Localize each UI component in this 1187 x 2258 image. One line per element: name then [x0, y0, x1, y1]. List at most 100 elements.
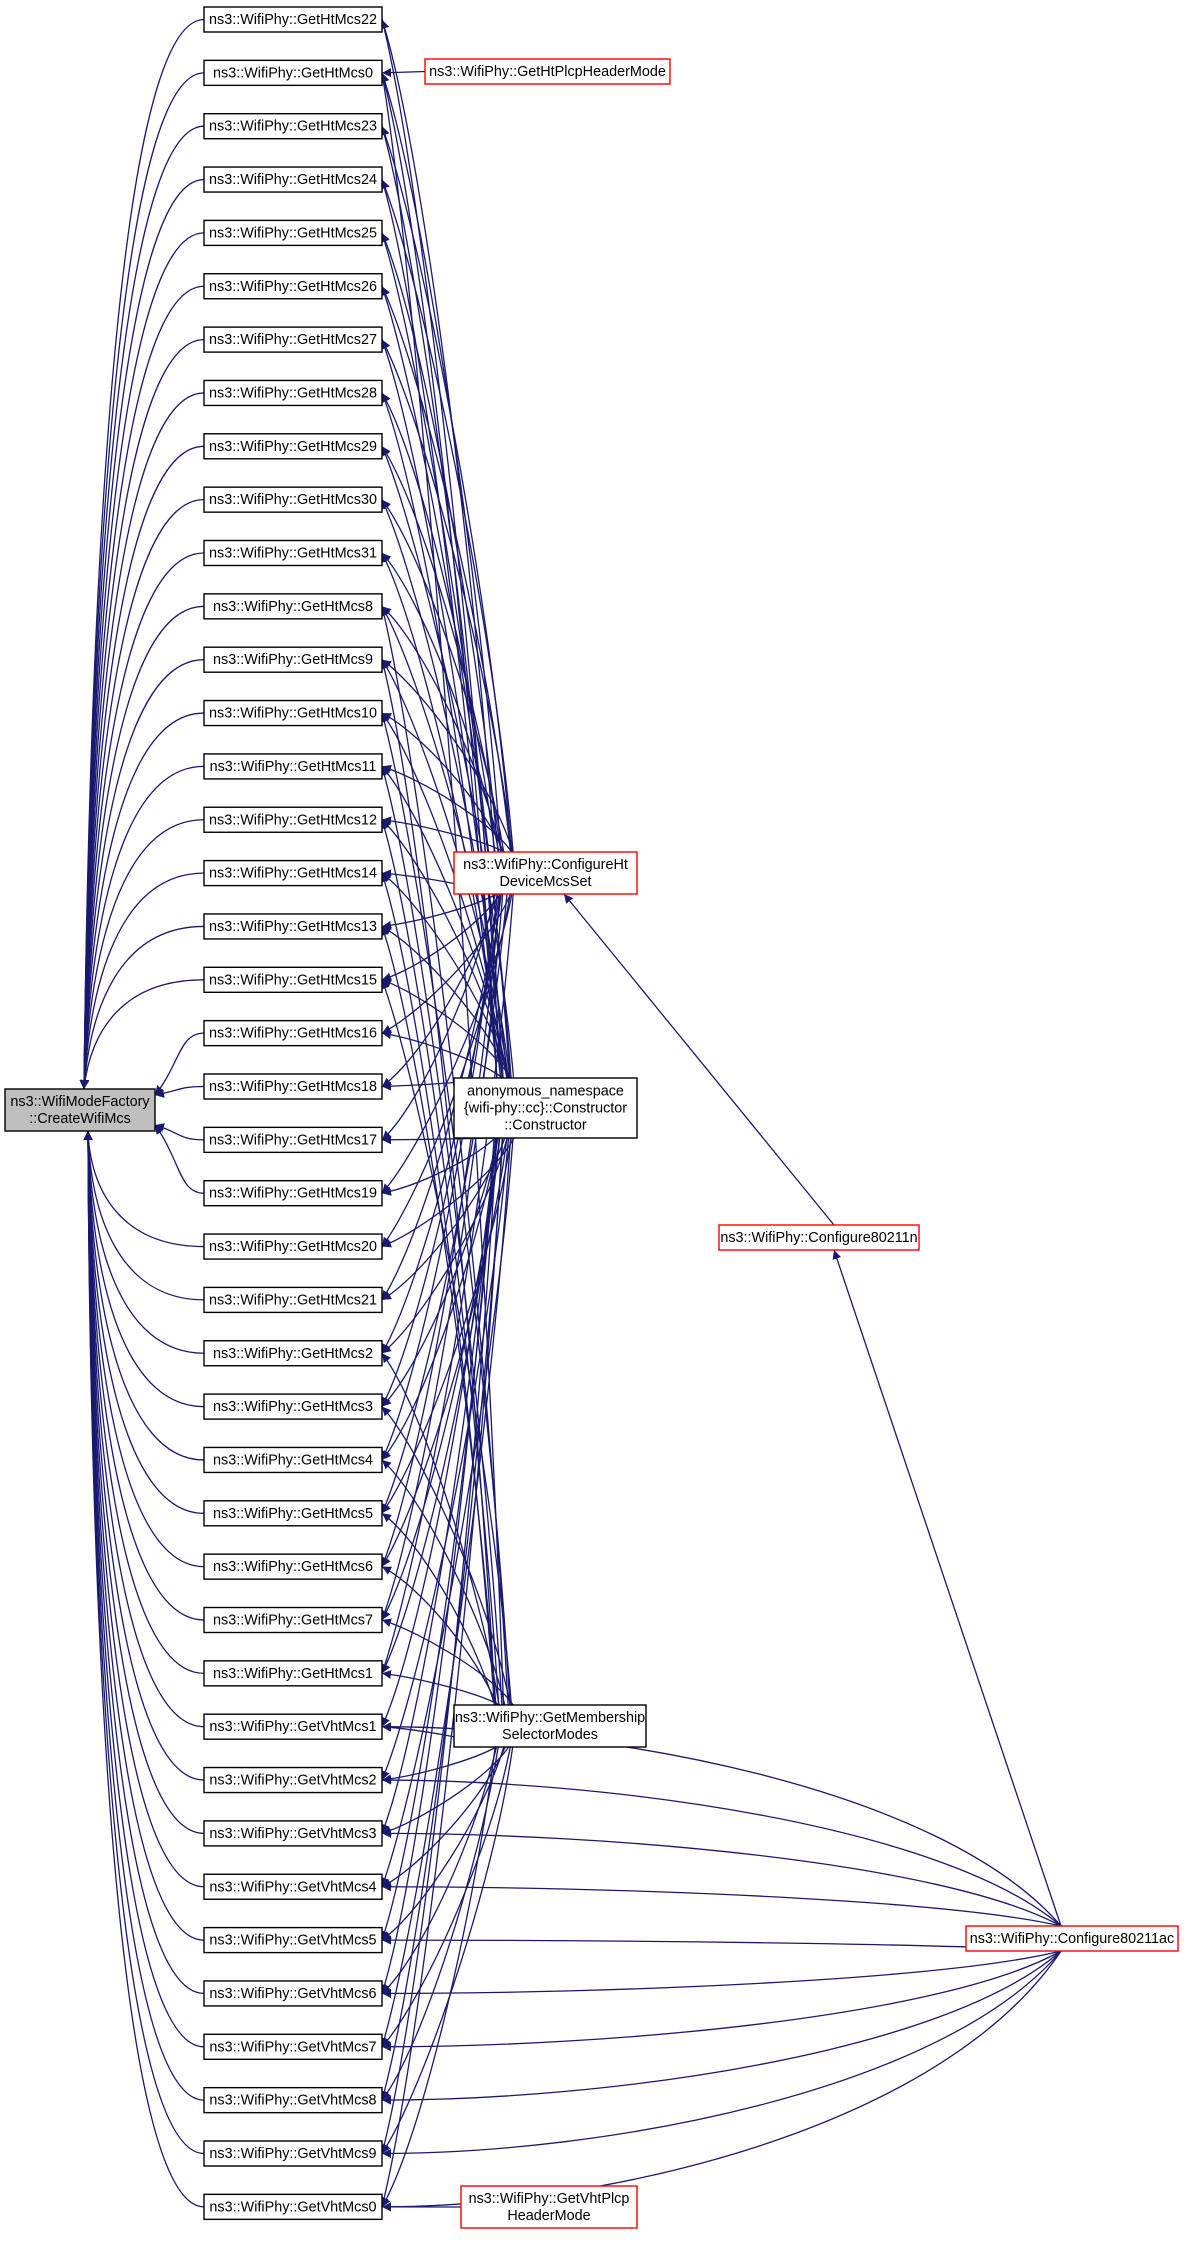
node-ht28[interactable]: ns3::WifiPhy::GetHtMcs28 [204, 380, 382, 405]
node-label: ns3::WifiPhy::GetHtMcs9 [213, 652, 373, 668]
node-label: ::CreateWifiMcs [29, 1111, 131, 1127]
node-vht0[interactable]: ns3::WifiPhy::GetVhtMcs0 [204, 2194, 382, 2219]
node-ht27[interactable]: ns3::WifiPhy::GetHtMcs27 [204, 327, 382, 352]
node-c11ac[interactable]: ns3::WifiPhy::Configure80211ac [966, 1926, 1178, 1951]
edge-membership-to-mcs [382, 1747, 510, 2047]
node-vht6[interactable]: ns3::WifiPhy::GetVhtMcs6 [204, 1981, 382, 2006]
node-ht24[interactable]: ns3::WifiPhy::GetHtMcs24 [204, 167, 382, 192]
node-label: ns3::WifiPhy::GetHtMcs11 [210, 759, 377, 775]
node-ht18[interactable]: ns3::WifiPhy::GetHtMcs18 [204, 1074, 382, 1099]
node-htplcp[interactable]: ns3::WifiPhy::GetHtPlcpHeaderMode [425, 59, 670, 84]
edge-80211ac-to-vhtmcs [382, 1951, 1061, 1993]
node-ht14[interactable]: ns3::WifiPhy::GetHtMcs14 [204, 861, 382, 886]
node-vht1[interactable]: ns3::WifiPhy::GetVhtMcs1 [204, 1714, 382, 1739]
node-ht19[interactable]: ns3::WifiPhy::GetHtMcs19 [204, 1181, 382, 1206]
node-label: ns3::WifiPhy::Configure80211n [720, 1230, 917, 1246]
node-label: ns3::WifiPhy::GetMembership [455, 1710, 645, 1726]
node-label: ns3::WifiPhy::GetHtMcs17 [209, 1132, 377, 1148]
node-label: ns3::WifiModeFactory [10, 1094, 150, 1110]
node-ht13[interactable]: ns3::WifiPhy::GetHtMcs13 [204, 914, 382, 939]
node-ht20[interactable]: ns3::WifiPhy::GetHtMcs20 [204, 1234, 382, 1259]
node-label: ns3::WifiPhy::Configure80211ac [970, 1931, 1175, 1947]
node-label: ns3::WifiPhy::GetVhtPlcp [469, 2191, 630, 2207]
edge-to-create-wifi-mcs [88, 1131, 204, 1887]
edge-to-create-wifi-mcs [88, 1131, 204, 1300]
node-vht4[interactable]: ns3::WifiPhy::GetVhtMcs4 [204, 1874, 382, 1899]
node-label: ns3::WifiPhy::GetHtMcs21 [209, 1292, 377, 1308]
node-ht26[interactable]: ns3::WifiPhy::GetHtMcs26 [204, 274, 382, 299]
node-ht17[interactable]: ns3::WifiPhy::GetHtMcs17 [204, 1127, 382, 1152]
node-label: ns3::WifiPhy::GetHtMcs1 [213, 1666, 373, 1682]
node-label: ns3::WifiPhy::ConfigureHt [463, 857, 628, 873]
node-vht2[interactable]: ns3::WifiPhy::GetVhtMcs2 [204, 1768, 382, 1793]
node-gms[interactable]: ns3::WifiPhy::GetMembershipSelectorModes [454, 1705, 646, 1747]
node-label: ns3::WifiPhy::GetHtMcs24 [209, 172, 377, 188]
node-ht3[interactable]: ns3::WifiPhy::GetHtMcs3 [204, 1394, 382, 1419]
node-cwm[interactable]: ns3::WifiModeFactory::CreateWifiMcs [5, 1089, 155, 1131]
node-ht16[interactable]: ns3::WifiPhy::GetHtMcs16 [204, 1021, 382, 1046]
node-ht22[interactable]: ns3::WifiPhy::GetHtMcs22 [204, 7, 382, 32]
node-vht8[interactable]: ns3::WifiPhy::GetVhtMcs8 [204, 2088, 382, 2113]
node-ht25[interactable]: ns3::WifiPhy::GetHtMcs25 [204, 220, 382, 245]
node-label: {wifi-phy::cc}::Constructor [464, 1101, 627, 1117]
node-ht4[interactable]: ns3::WifiPhy::GetHtMcs4 [204, 1447, 382, 1472]
edge-to-create-wifi-mcs [88, 1131, 204, 1247]
node-ht12[interactable]: ns3::WifiPhy::GetHtMcs12 [204, 807, 382, 832]
node-ht6[interactable]: ns3::WifiPhy::GetHtMcs6 [204, 1554, 382, 1579]
node-vht7[interactable]: ns3::WifiPhy::GetVhtMcs7 [204, 2034, 382, 2059]
node-vhtplcp[interactable]: ns3::WifiPhy::GetVhtPlcpHeaderMode [461, 2186, 637, 2228]
node-ht30[interactable]: ns3::WifiPhy::GetHtMcs30 [204, 487, 382, 512]
node-ht15[interactable]: ns3::WifiPhy::GetHtMcs15 [204, 967, 382, 992]
node-ht1[interactable]: ns3::WifiPhy::GetHtMcs1 [204, 1661, 382, 1686]
node-ht8[interactable]: ns3::WifiPhy::GetHtMcs8 [204, 594, 382, 619]
node-label: HeaderMode [507, 2208, 590, 2224]
node-label: ns3::WifiPhy::GetHtMcs18 [209, 1079, 377, 1095]
node-c11n[interactable]: ns3::WifiPhy::Configure80211n [719, 1225, 919, 1250]
function-nodes: ns3::WifiModeFactory::CreateWifiMcsns3::… [5, 7, 1178, 2228]
edge-80211ac-to-vhtmcs [382, 1951, 1061, 2154]
node-label: ns3::WifiPhy::GetHtMcs12 [209, 812, 377, 828]
node-label: ns3::WifiPhy::GetHtMcs19 [209, 1186, 377, 1202]
node-vht5[interactable]: ns3::WifiPhy::GetVhtMcs5 [204, 1928, 382, 1953]
edge-80211n-to-configureht [564, 894, 834, 1225]
node-vht9[interactable]: ns3::WifiPhy::GetVhtMcs9 [204, 2141, 382, 2166]
node-label: ns3::WifiPhy::GetHtMcs10 [209, 706, 377, 722]
node-label: ns3::WifiPhy::GetVhtMcs0 [209, 2199, 376, 2215]
node-ht2[interactable]: ns3::WifiPhy::GetHtMcs2 [204, 1341, 382, 1366]
node-vht3[interactable]: ns3::WifiPhy::GetVhtMcs3 [204, 1821, 382, 1846]
node-anon[interactable]: anonymous_namespace{wifi-phy::cc}::Const… [454, 1078, 637, 1138]
edge-80211ac-to-vhtmcs [382, 1951, 1061, 2100]
node-ht5[interactable]: ns3::WifiPhy::GetHtMcs5 [204, 1501, 382, 1526]
node-ht31[interactable]: ns3::WifiPhy::GetHtMcs31 [204, 541, 382, 566]
node-label: ns3::WifiPhy::GetHtPlcpHeaderMode [429, 64, 666, 80]
node-label: SelectorModes [502, 1727, 598, 1743]
node-label: ns3::WifiPhy::GetHtMcs7 [213, 1613, 373, 1629]
node-label: ns3::WifiPhy::GetVhtMcs2 [209, 1773, 376, 1789]
edge-configure-ht-to-mcs [382, 340, 512, 852]
node-label: ns3::WifiPhy::GetHtMcs15 [209, 972, 377, 988]
node-ht21[interactable]: ns3::WifiPhy::GetHtMcs21 [204, 1287, 382, 1312]
edge-to-create-wifi-mcs [88, 1131, 204, 1833]
node-label: ns3::WifiPhy::GetHtMcs6 [213, 1559, 373, 1575]
node-label: ns3::WifiPhy::GetHtMcs31 [209, 546, 377, 562]
node-ht11[interactable]: ns3::WifiPhy::GetHtMcs11 [204, 754, 382, 779]
node-label: ns3::WifiPhy::GetHtMcs28 [209, 385, 377, 401]
node-label: ns3::WifiPhy::GetVhtMcs4 [209, 1879, 376, 1895]
node-label: ns3::WifiPhy::GetHtMcs23 [209, 119, 377, 135]
node-label: ns3::WifiPhy::GetHtMcs16 [209, 1026, 377, 1042]
node-label: ns3::WifiPhy::GetVhtMcs3 [209, 1826, 376, 1842]
node-ht0[interactable]: ns3::WifiPhy::GetHtMcs0 [204, 60, 382, 85]
node-label: ns3::WifiPhy::GetHtMcs8 [213, 599, 373, 615]
node-ht9[interactable]: ns3::WifiPhy::GetHtMcs9 [204, 647, 382, 672]
node-cfght[interactable]: ns3::WifiPhy::ConfigureHtDeviceMcsSet [454, 852, 637, 894]
node-ht10[interactable]: ns3::WifiPhy::GetHtMcs10 [204, 701, 382, 726]
edge-to-create-wifi-mcs [155, 1033, 204, 1095]
node-ht29[interactable]: ns3::WifiPhy::GetHtMcs29 [204, 434, 382, 459]
node-ht23[interactable]: ns3::WifiPhy::GetHtMcs23 [204, 114, 382, 139]
edge-80211ac-to-vhtmcs [382, 1951, 1061, 2047]
node-label: ns3::WifiPhy::GetHtMcs2 [213, 1346, 373, 1362]
edge-to-create-wifi-mcs [84, 606, 204, 1089]
node-ht7[interactable]: ns3::WifiPhy::GetHtMcs7 [204, 1608, 382, 1633]
node-label: DeviceMcsSet [500, 874, 592, 890]
